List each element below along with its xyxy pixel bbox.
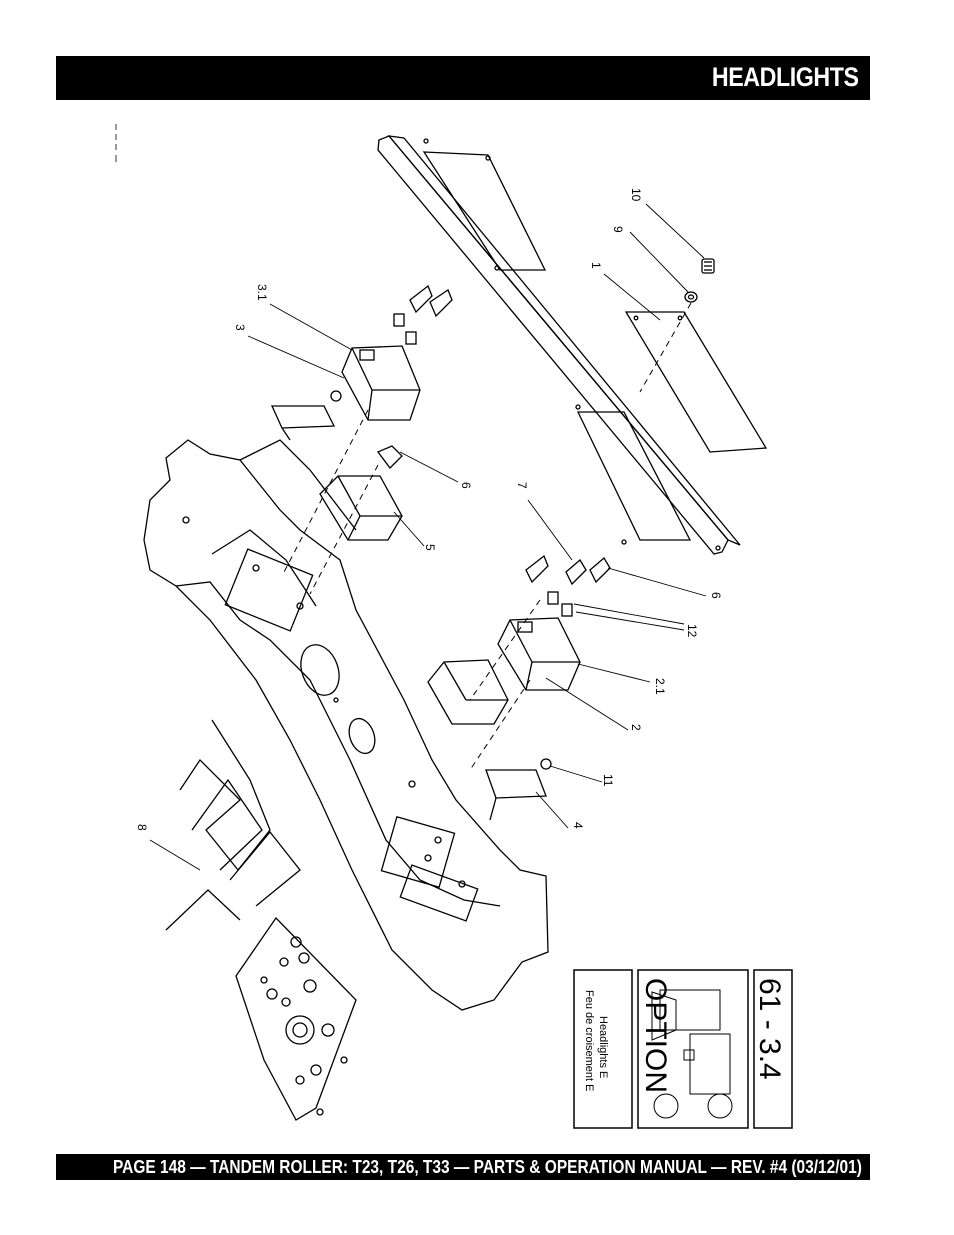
callout-label: 11	[601, 774, 615, 787]
upper-housing	[319, 475, 403, 541]
page-title: HEADLIGHTS	[711, 62, 858, 92]
lower-headlight-housing	[497, 617, 581, 691]
wiring-harness	[165, 719, 301, 931]
upper-bulbs	[330, 284, 453, 402]
electrical-panel	[235, 916, 357, 1121]
title-en: Headlights E	[597, 1016, 609, 1078]
callout-label: 3	[233, 324, 247, 331]
main-frame	[143, 439, 549, 1011]
footer-text: PAGE 148 — TANDEM ROLLER: T23, T26, T33 …	[112, 1157, 862, 1177]
callout-label: 12	[685, 624, 699, 638]
upper-headlight-housing	[341, 345, 421, 421]
upper-bracket	[270, 405, 336, 441]
callout-label: 8	[135, 824, 149, 831]
leader-lines	[149, 203, 707, 871]
section-number: 61 - 3.4	[753, 978, 786, 1080]
callout-label: 6	[459, 482, 473, 489]
callout-label: 2.1	[653, 678, 667, 695]
washer	[684, 291, 698, 303]
lower-bracket	[485, 758, 552, 821]
callout-label: 6	[709, 592, 723, 599]
callout-label: 4	[571, 822, 585, 829]
callout-label: 3.1	[255, 284, 269, 301]
small-cover-plate	[624, 311, 768, 453]
info-box: 61 - 3.4 OPTION Headlights E Feu de croi…	[573, 969, 793, 1129]
upper-bulb	[376, 445, 403, 469]
header-bar: HEADLIGHTS	[56, 56, 870, 100]
callout-label: 7	[515, 482, 529, 489]
cover-plate	[377, 135, 741, 555]
callout-label: 10	[629, 188, 643, 202]
callout-label: 1	[589, 262, 603, 269]
callout-label: 2	[629, 724, 643, 731]
footer-bar: PAGE 148 — TANDEM ROLLER: T23, T26, T33 …	[56, 1154, 870, 1180]
lower-bulbs	[525, 554, 611, 617]
assembly-lines	[281, 302, 692, 771]
title-fr: Feu de croisement E	[583, 990, 595, 1092]
callout-label: 9	[611, 226, 625, 233]
option-label: OPTION	[639, 978, 672, 1093]
bolt	[701, 258, 715, 274]
option-machine-illustration	[651, 989, 733, 1119]
callout-labels: 10 9 1 3.1 3 6 5 7 6 12 2.1 2 11 4 8	[135, 188, 723, 831]
lower-housing-rear	[427, 659, 509, 725]
callout-label: 5	[423, 544, 437, 551]
